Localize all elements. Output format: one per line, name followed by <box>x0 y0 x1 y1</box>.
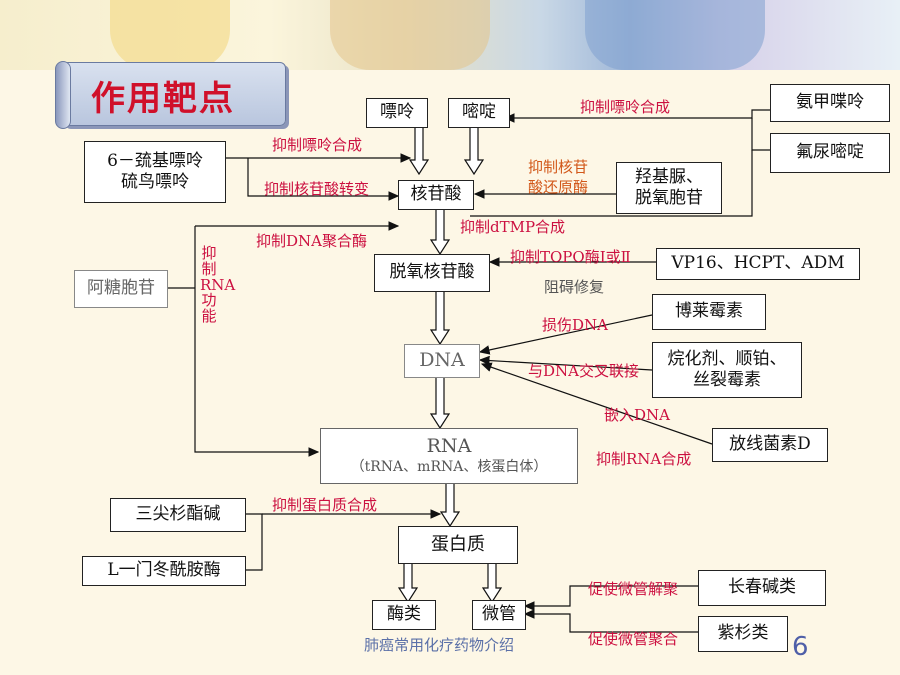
label-inhibit-nucleotide-convert: 抑制核苷酸转变 <box>264 180 370 198</box>
mercaptopurine-box: 6－巯基嘌呤 硫鸟嘌呤 <box>84 141 226 203</box>
label-inhibit-topo: 抑制TOPO酶Ⅰ或Ⅱ <box>510 248 631 266</box>
label-promote-depoly: 促使微管解聚 <box>588 580 679 598</box>
asparaginase-label: L一门冬酰胺酶 <box>107 560 221 581</box>
deoxycytidine-label: 脱氧胞苷 <box>635 188 703 208</box>
label-inhibit-reductase-2: 酸还原酶 <box>528 178 589 196</box>
title-banner: 作用靶点 <box>55 61 286 129</box>
pyrimidine-box: 嘧啶 <box>448 98 510 128</box>
microtubule-label: 微管 <box>482 604 516 625</box>
label-block-repair: 阻碍修复 <box>544 278 605 296</box>
label-inhibit-dna-poly: 抑制DNA聚合酶 <box>256 232 367 250</box>
rna-box: RNA （tRNA、mRNA、核蛋白体） <box>320 428 578 484</box>
taxane-box: 紫杉类 <box>698 616 788 652</box>
leaf-decoration <box>110 0 230 70</box>
rna-sub-label: （tRNA、mRNA、核蛋白体） <box>350 459 548 476</box>
dna-box: DNA <box>404 344 480 378</box>
thioguanine-label: 硫鸟嘌呤 <box>121 172 189 192</box>
leaf-decoration <box>330 0 490 70</box>
arabinoside-label: 阿糖胞苷 <box>87 278 155 299</box>
bleomycin-label: 博莱霉素 <box>675 301 743 322</box>
leaf-decoration <box>585 0 765 70</box>
label-crosslink-dna: 与DNA交叉联接 <box>528 362 639 380</box>
vinca-label: 长春碱类 <box>728 577 796 598</box>
methotrexate-box: 氨甲喋呤 <box>770 84 890 122</box>
page-title: 作用靶点 <box>91 79 235 119</box>
enzyme-label: 酶类 <box>387 604 421 625</box>
purine-label: 嘌呤 <box>380 102 414 123</box>
arabinoside-box: 阿糖胞苷 <box>74 270 168 308</box>
fluorouracil-label: 氟尿嘧啶 <box>796 142 864 163</box>
label-inhibit-dtmp: 抑制dTMP合成 <box>460 218 566 236</box>
bleomycin-box: 博莱霉素 <box>652 294 766 330</box>
methotrexate-label: 氨甲喋呤 <box>796 92 864 113</box>
header-decoration <box>0 0 900 70</box>
hydroxyurea-box: 羟基脲、 脱氧胞苷 <box>616 162 722 214</box>
protein-label: 蛋白质 <box>431 533 485 555</box>
alkylating-box: 烷化剂、顺铂、 丝裂霉素 <box>652 342 802 398</box>
scroll-curl-icon <box>55 61 71 129</box>
label-damage-dna: 损伤DNA <box>542 316 608 334</box>
label-inhibit-purine-left: 抑制嘌呤合成 <box>272 136 363 154</box>
alkylating-label: 烷化剂、顺铂、 <box>667 348 787 369</box>
fluorouracil-box: 氟尿嘧啶 <box>770 133 890 173</box>
protein-box: 蛋白质 <box>398 526 518 564</box>
enzyme-box: 酶类 <box>372 600 436 630</box>
label-inhibit-rna-function: 抑制RNA功能 <box>200 244 236 325</box>
footer-caption: 肺癌常用化疗药物介绍 <box>364 636 515 654</box>
hydroxyurea-label: 羟基脲、 <box>635 166 703 187</box>
vinca-box: 长春碱类 <box>698 570 826 606</box>
label-inhibit-rna-synthesis: 抑制RNA合成 <box>596 450 692 468</box>
label-inhibit-purine-top: 抑制嘌呤合成 <box>580 98 671 116</box>
mercaptopurine-label: 6－巯基嘌呤 <box>107 150 203 171</box>
nucleotide-label: 核苷酸 <box>410 184 462 205</box>
dna-label: DNA <box>419 349 465 372</box>
deoxynucleotide-label: 脱氧核苷酸 <box>389 262 475 283</box>
label-inhibit-protein-synthesis: 抑制蛋白质合成 <box>272 496 378 514</box>
vp16-box: VP16、HCPT、ADM <box>656 248 860 280</box>
actinomycin-label: 放线菌素D <box>729 434 811 455</box>
harringtonine-label: 三尖杉酯碱 <box>135 504 221 525</box>
asparaginase-box: L一门冬酰胺酶 <box>82 556 246 586</box>
label-promote-poly: 促使微管聚合 <box>588 630 679 648</box>
page-number: 6 <box>792 632 809 662</box>
purine-box: 嘌呤 <box>366 98 428 128</box>
deoxynucleotide-box: 脱氧核苷酸 <box>374 254 490 292</box>
pyrimidine-label: 嘧啶 <box>462 102 496 123</box>
label-intercalate-dna: 嵌入DNA <box>604 406 670 424</box>
mitomycin-label: 丝裂霉素 <box>693 370 761 390</box>
rna-label: RNA <box>426 435 472 458</box>
microtubule-box: 微管 <box>472 600 526 630</box>
vp16-label: VP16、HCPT、ADM <box>671 253 845 274</box>
label-inhibit-reductase-1: 抑制核苷 <box>528 158 589 176</box>
harringtonine-box: 三尖杉酯碱 <box>110 498 246 532</box>
taxane-label: 紫杉类 <box>717 623 769 644</box>
nucleotide-box: 核苷酸 <box>398 180 474 210</box>
actinomycin-box: 放线菌素D <box>712 428 828 462</box>
